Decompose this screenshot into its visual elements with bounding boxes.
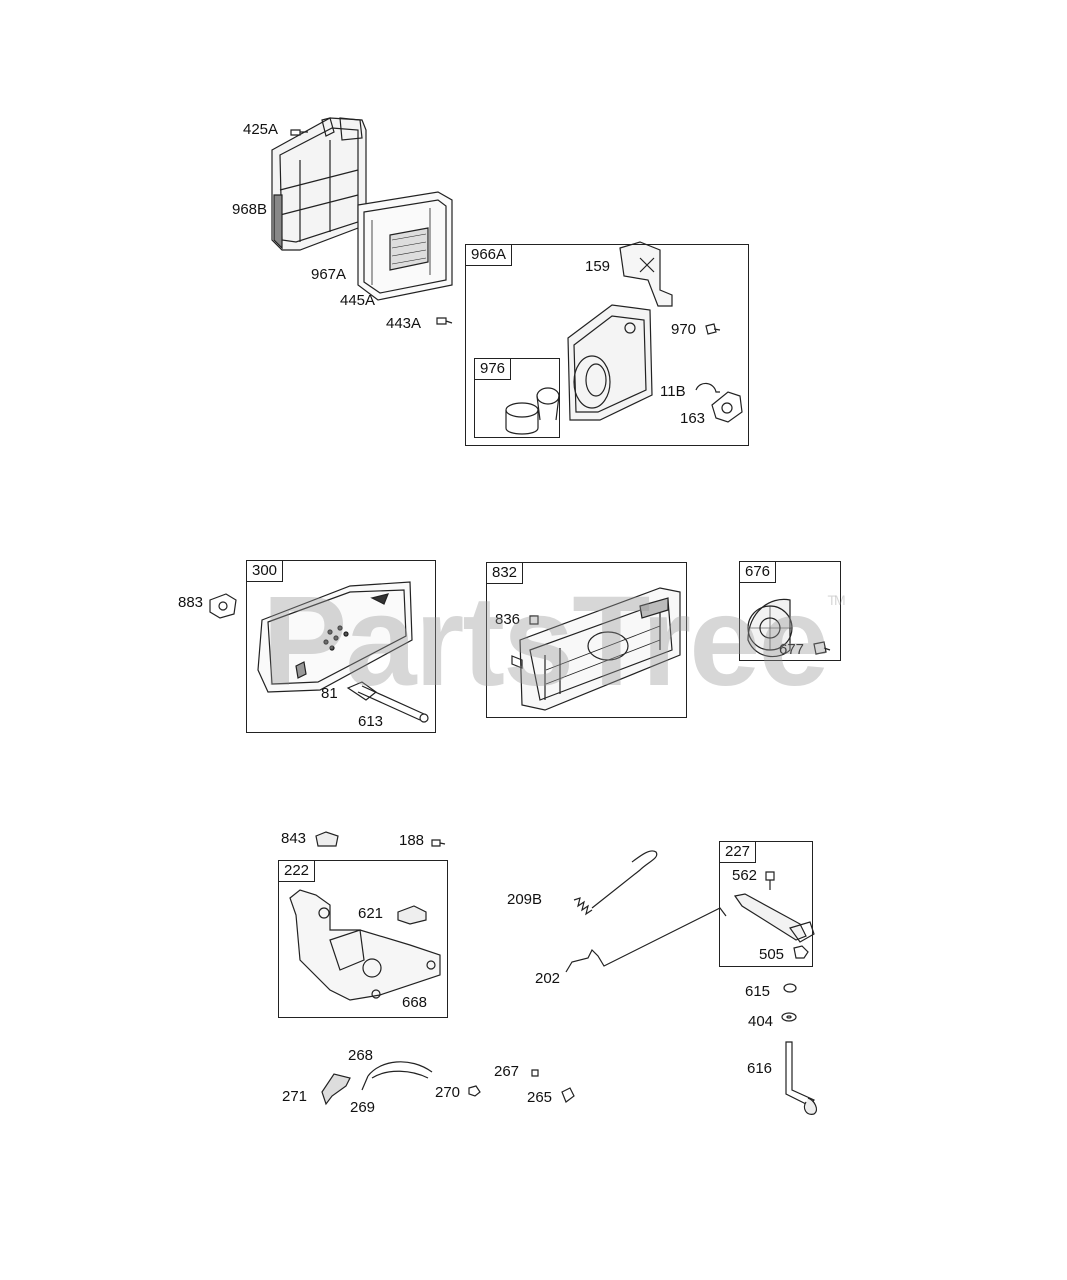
kit-box-300: 300 (246, 560, 436, 733)
gasket-883-drawing (209, 593, 237, 619)
kit-box-832: 832 (486, 562, 687, 718)
kit-box-676: 676 (739, 561, 841, 661)
kit-box-227: 227 (719, 841, 813, 967)
washer-404-drawing (781, 1012, 797, 1022)
kit-box-966a: 966A (465, 244, 749, 446)
pre-filter-976-drawing (505, 387, 560, 435)
part-label-11b[interactable]: 11B (660, 383, 686, 400)
spark-arrester-676-drawing (747, 598, 793, 658)
part-label-268[interactable]: 268 (348, 1047, 374, 1064)
part-label-967a[interactable]: 967A (311, 266, 347, 283)
part-label-163[interactable]: 163 (680, 410, 706, 427)
kit-tag-976: 976 (475, 359, 512, 380)
kit-box-222: 222 (278, 860, 448, 1018)
part-label-202[interactable]: 202 (535, 970, 561, 987)
bracket-159-drawing (619, 241, 673, 307)
clip-621-drawing (397, 905, 427, 925)
part-label-188[interactable]: 188 (399, 832, 425, 849)
clip-265-drawing (561, 1087, 575, 1103)
part-label-621[interactable]: 621 (358, 905, 384, 922)
part-label-677[interactable]: 677 (779, 641, 805, 658)
screw-267-drawing (531, 1069, 539, 1077)
kit-tag-300: 300 (247, 561, 284, 582)
part-label-443a[interactable]: 443A (386, 315, 422, 332)
lever-271-drawing (321, 1073, 351, 1106)
block-843-drawing (315, 831, 339, 847)
part-label-843[interactable]: 843 (281, 830, 307, 847)
part-label-425a[interactable]: 425A (243, 121, 279, 138)
part-label-562[interactable]: 562 (732, 867, 758, 884)
screw-836-drawing (529, 615, 539, 625)
part-label-271[interactable]: 271 (282, 1088, 308, 1105)
kit-tag-222: 222 (279, 861, 316, 882)
part-label-615[interactable]: 615 (745, 983, 771, 1000)
kit-tag-227: 227 (720, 842, 757, 863)
cable-268-drawing (361, 1061, 433, 1091)
kit-tag-966a: 966A (466, 245, 513, 266)
part-label-270[interactable]: 270 (435, 1084, 461, 1101)
nut-505-drawing (793, 945, 809, 959)
part-label-613[interactable]: 613 (358, 713, 384, 730)
part-label-267[interactable]: 267 (494, 1063, 520, 1080)
part-label-445a[interactable]: 445A (340, 292, 376, 309)
clip-11b-drawing (695, 382, 720, 393)
spring-209b-drawing (573, 850, 658, 916)
part-label-968b[interactable]: 968B (232, 201, 268, 218)
nut-270-drawing (468, 1085, 481, 1097)
part-label-404[interactable]: 404 (748, 1013, 774, 1030)
kit-tag-676: 676 (740, 562, 777, 583)
air-filter-drawing (357, 191, 453, 301)
screw-443a-drawing (436, 317, 453, 325)
part-label-616[interactable]: 616 (747, 1060, 773, 1077)
part-label-668[interactable]: 668 (402, 994, 428, 1011)
gasket-163-drawing (711, 391, 743, 423)
kit-tag-832: 832 (487, 563, 524, 584)
part-label-883[interactable]: 883 (178, 594, 204, 611)
part-label-505[interactable]: 505 (759, 946, 785, 963)
link-202-drawing (565, 907, 727, 973)
part-label-269[interactable]: 269 (350, 1099, 376, 1116)
part-label-970[interactable]: 970 (671, 321, 697, 338)
part-label-209b[interactable]: 209B (507, 891, 543, 908)
lever-227-drawing (733, 893, 815, 943)
part-label-836[interactable]: 836 (495, 611, 521, 628)
air-cleaner-cover-drawing (271, 117, 367, 251)
muffler-300-drawing (257, 581, 429, 723)
nut-615-drawing (783, 983, 797, 993)
shaft-616-drawing (785, 1041, 818, 1115)
screw-425a-drawing (290, 129, 308, 136)
kit-box-976: 976 (474, 358, 560, 438)
part-label-81[interactable]: 81 (321, 685, 338, 702)
screw-970-drawing (705, 323, 721, 335)
part-label-159[interactable]: 159 (585, 258, 611, 275)
screw-562-drawing (765, 871, 775, 890)
screw-188-drawing (431, 839, 446, 847)
heat-shield-832-drawing (511, 587, 681, 711)
part-label-265[interactable]: 265 (527, 1089, 553, 1106)
air-cleaner-base-drawing (567, 304, 653, 421)
screw-677-drawing (813, 641, 831, 655)
control-bracket-222-drawing (289, 889, 441, 1001)
